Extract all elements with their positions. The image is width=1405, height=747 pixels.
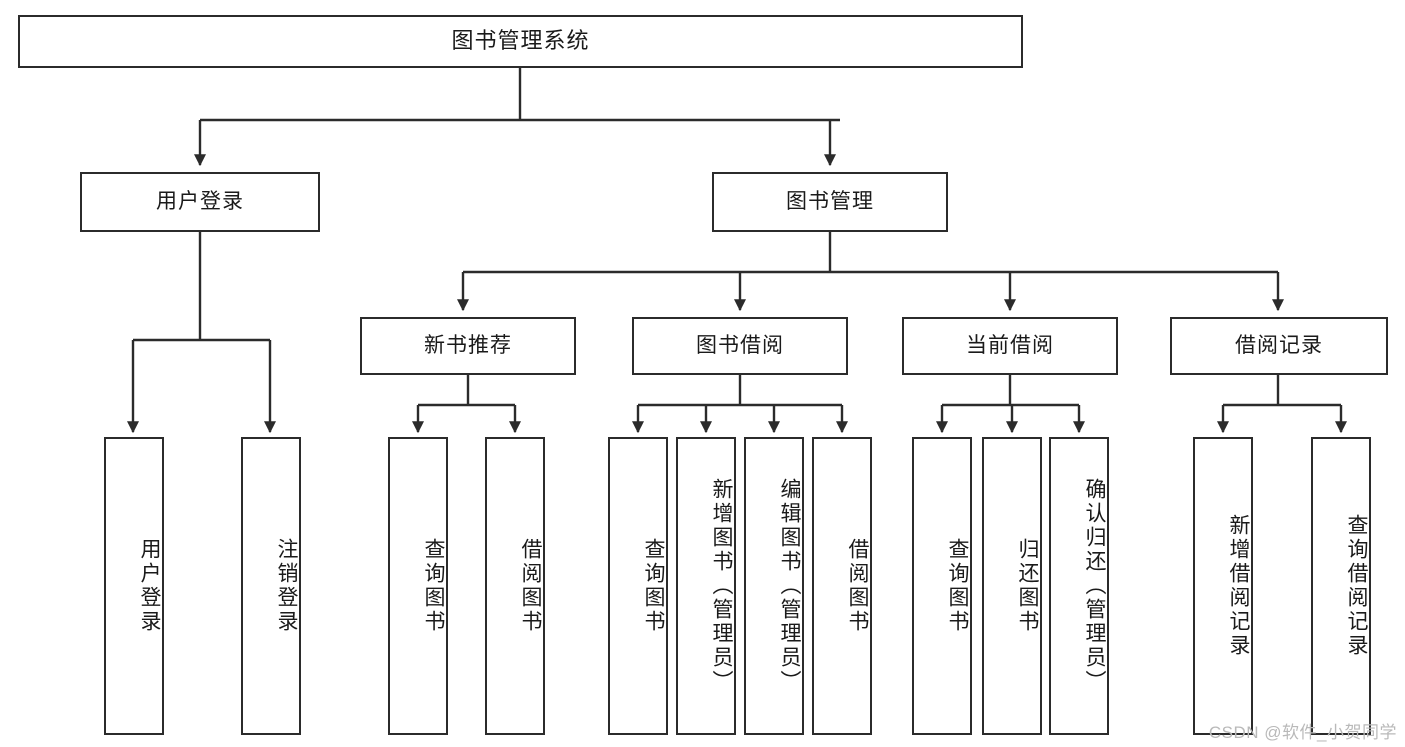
node-label: 新增借阅记录	[1227, 514, 1250, 658]
node-label: 确认归还（管理员）	[1083, 478, 1106, 694]
leaf-borrow-record-query-record[interactable]: 查询借阅记录	[1311, 437, 1371, 735]
leaf-current-borrow-return-book[interactable]: 归还图书	[982, 437, 1042, 735]
leaf-book-borrow-borrow-book[interactable]: 借阅图书	[812, 437, 872, 735]
node-label: 图书管理系统	[451, 28, 590, 54]
leaf-user-login-login[interactable]: 用户登录	[104, 437, 164, 735]
leaf-borrow-record-add-record[interactable]: 新增借阅记录	[1193, 437, 1253, 735]
node-book-borrow[interactable]: 图书借阅	[632, 317, 848, 375]
node-new-book-recommend[interactable]: 新书推荐	[360, 317, 576, 375]
node-label: 查询图书	[422, 538, 445, 634]
leaf-current-borrow-query-book[interactable]: 查询图书	[912, 437, 972, 735]
node-label: 新增图书（管理员）	[710, 478, 733, 694]
node-label: 查询图书	[642, 538, 665, 634]
csdn-watermark: CSDN @软件_小贺同学	[1208, 723, 1397, 742]
node-label: 查询借阅记录	[1345, 514, 1368, 658]
node-label: 借阅图书	[846, 538, 869, 634]
node-current-borrow[interactable]: 当前借阅	[902, 317, 1118, 375]
node-label: 图书管理	[786, 190, 874, 214]
node-label: 图书借阅	[696, 334, 784, 358]
leaf-user-login-logout[interactable]: 注销登录	[241, 437, 301, 735]
node-label: 借阅图书	[519, 538, 542, 634]
node-user-login[interactable]: 用户登录	[80, 172, 320, 232]
node-root-book-management-system[interactable]: 图书管理系统	[18, 15, 1023, 68]
leaf-new-book-borrow-book[interactable]: 借阅图书	[485, 437, 545, 735]
node-label: 当前借阅	[966, 334, 1054, 358]
leaf-book-borrow-add-book-admin[interactable]: 新增图书（管理员）	[676, 437, 736, 735]
node-label: 查询图书	[946, 538, 969, 634]
leaf-current-borrow-confirm-return-admin[interactable]: 确认归还（管理员）	[1049, 437, 1109, 735]
node-label: 借阅记录	[1235, 334, 1323, 358]
leaf-book-borrow-query-book[interactable]: 查询图书	[608, 437, 668, 735]
node-label: 用户登录	[156, 190, 244, 214]
node-label: 新书推荐	[424, 334, 512, 358]
node-label: 归还图书	[1016, 538, 1039, 634]
node-label: 编辑图书（管理员）	[778, 478, 801, 694]
node-book-management[interactable]: 图书管理	[712, 172, 948, 232]
leaf-new-book-query-book[interactable]: 查询图书	[388, 437, 448, 735]
node-label: 注销登录	[275, 538, 298, 634]
node-borrow-record[interactable]: 借阅记录	[1170, 317, 1388, 375]
node-label: 用户登录	[138, 538, 161, 634]
leaf-book-borrow-edit-book-admin[interactable]: 编辑图书（管理员）	[744, 437, 804, 735]
